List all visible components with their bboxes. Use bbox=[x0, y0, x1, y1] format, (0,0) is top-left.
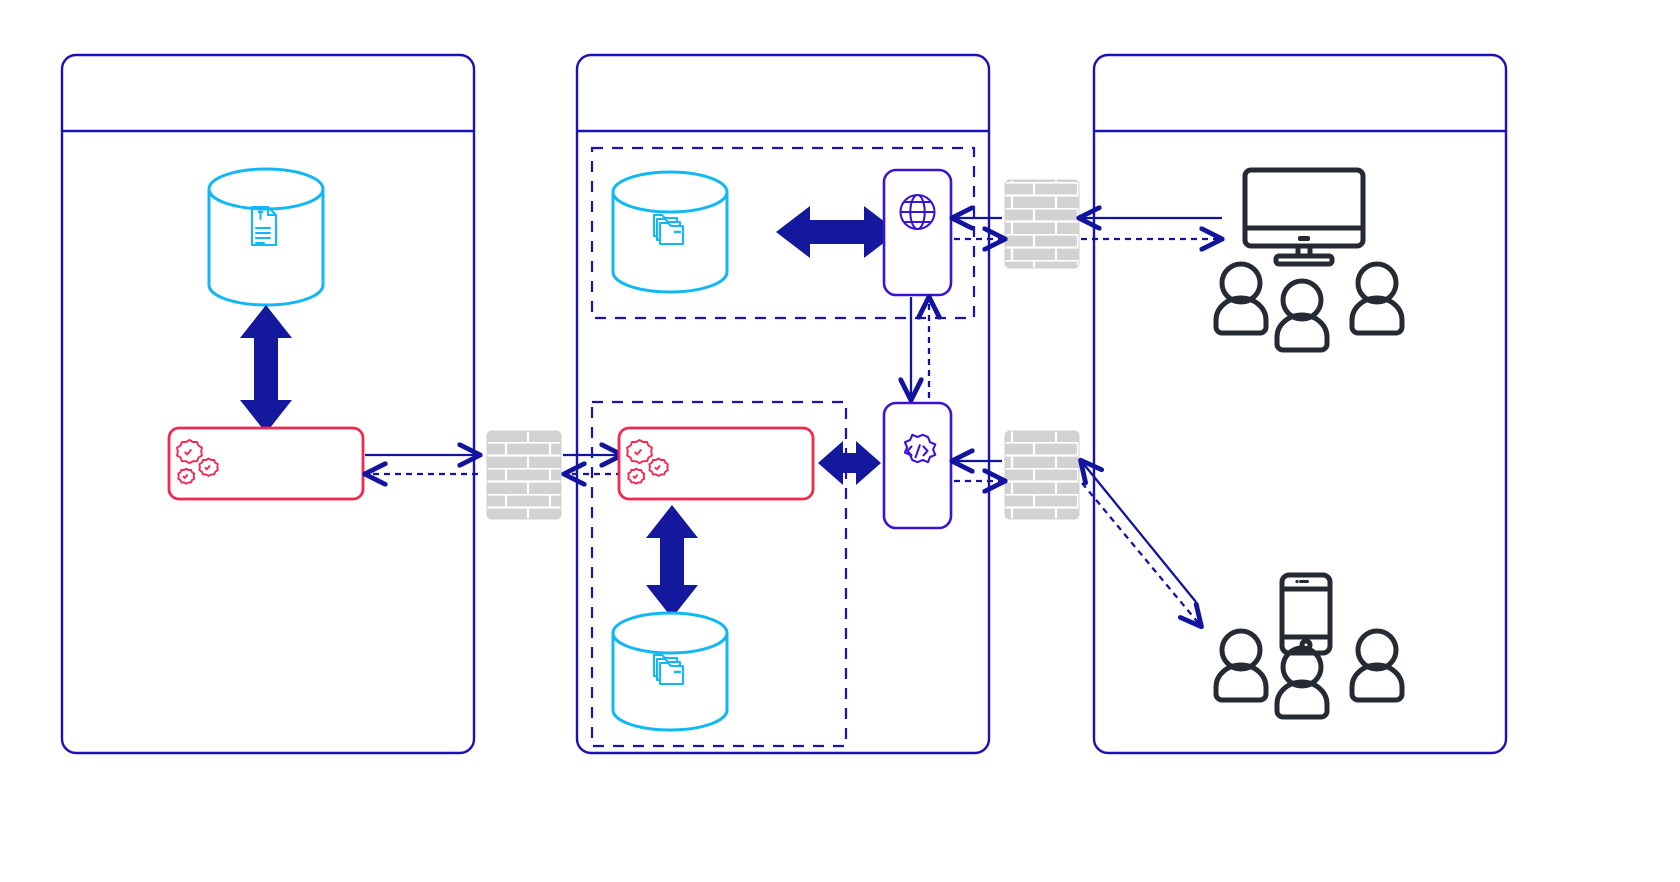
firewall-api-internet[interactable] bbox=[1004, 430, 1080, 520]
code-badge-icon bbox=[903, 433, 937, 464]
desktop-monitor-icon bbox=[1242, 167, 1366, 267]
smartphone-icon bbox=[1279, 572, 1333, 656]
user-group-icon bbox=[1213, 261, 1405, 353]
node-dmz-api[interactable] bbox=[882, 401, 953, 530]
connector-mobile-to-firewall bbox=[1082, 462, 1197, 603]
node-internet-desktop-users[interactable] bbox=[1213, 167, 1405, 353]
node-lan-bus[interactable] bbox=[167, 426, 365, 501]
gears-check-icon bbox=[626, 439, 669, 485]
group-dmz-bus bbox=[590, 400, 848, 748]
node-lan-billing-db[interactable] bbox=[207, 167, 325, 307]
connector-dmz-db-site bbox=[776, 206, 898, 258]
invoice-document-icon bbox=[250, 205, 278, 247]
folders-icon bbox=[652, 653, 685, 686]
group-dmz-web bbox=[590, 146, 976, 320]
node-dmz-bus[interactable] bbox=[617, 426, 815, 501]
connector-lan-db-bus bbox=[240, 305, 292, 433]
connector-firewall-to-mobile bbox=[1081, 482, 1200, 625]
globe-icon bbox=[899, 193, 936, 231]
node-dmz-site[interactable] bbox=[882, 168, 953, 297]
zone-panel-internet bbox=[1092, 53, 1508, 755]
user-group-icon bbox=[1213, 628, 1405, 720]
gears-check-icon bbox=[176, 439, 219, 485]
connector-dmz-bus-api bbox=[818, 441, 881, 485]
firewall-lan-dmz[interactable] bbox=[486, 430, 562, 520]
node-dmz-web-db[interactable] bbox=[611, 170, 729, 294]
node-internet-mobile-users[interactable] bbox=[1213, 572, 1405, 720]
node-dmz-bus-db[interactable] bbox=[611, 611, 729, 732]
folders-icon bbox=[652, 213, 685, 246]
connector-dmz-bus-db bbox=[646, 505, 698, 618]
firewall-site-internet[interactable] bbox=[1004, 179, 1080, 269]
